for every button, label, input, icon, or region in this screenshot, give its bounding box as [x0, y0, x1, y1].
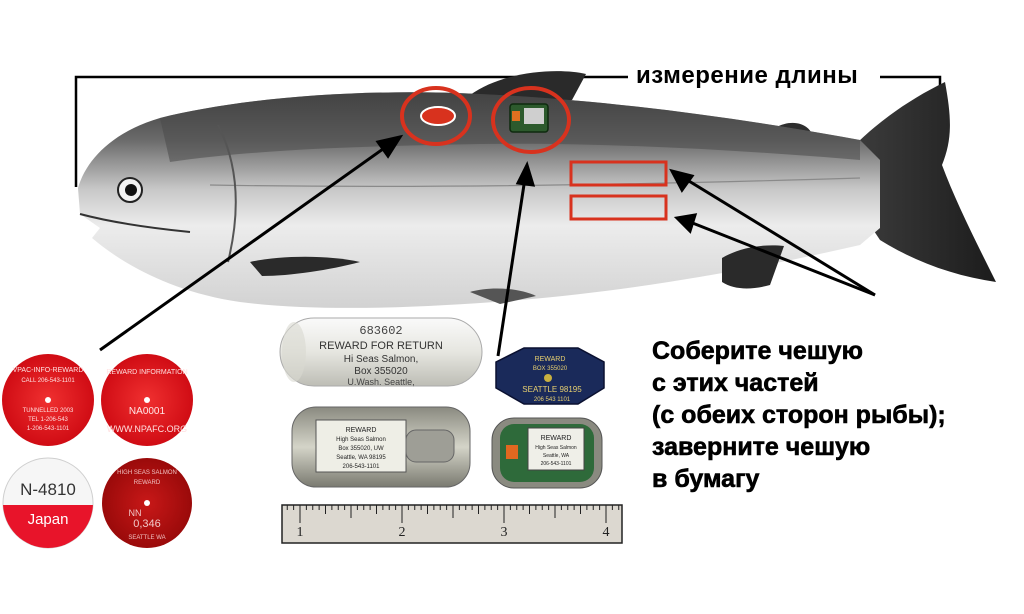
disc-tag-location-circle — [400, 86, 472, 146]
svg-text:Box 355020, UW: Box 355020, UW — [338, 446, 384, 452]
svg-text:1-206-543-1101: 1-206-543-1101 — [27, 426, 70, 432]
length-measurement-label: измерение длины — [632, 62, 863, 90]
svg-text:VPAC-INFO-REWARD: VPAC-INFO-REWARD — [13, 367, 84, 374]
svg-text:Hi Seas Salmon,: Hi Seas Salmon, — [344, 354, 418, 365]
instruction-line: в бумагу — [652, 465, 760, 494]
oval-navy-tag: REWARD BOX 355020 SEATTLE 98195 206 543 … — [495, 347, 605, 405]
svg-text:U.Wash. Seattle,: U.Wash. Seattle, — [347, 377, 414, 387]
scale-sample-area-lower — [569, 194, 668, 221]
svg-text:206-543-1101: 206-543-1101 — [343, 464, 381, 470]
svg-text:HIGH SEAS SALMON: HIGH SEAS SALMON — [117, 470, 177, 476]
svg-text:Seattle, WA 98195: Seattle, WA 98195 — [336, 455, 386, 461]
svg-text:206 543 1101: 206 543 1101 — [534, 397, 571, 403]
pectoral-fin — [250, 256, 360, 276]
small-resin-tag: REWARD High Seas Salmon Seattle, WA 206-… — [491, 417, 603, 489]
svg-text:SEATTLE WA: SEATTLE WA — [128, 535, 165, 541]
svg-text:REWARD: REWARD — [535, 356, 566, 363]
svg-text:BOX 355020: BOX 355020 — [533, 366, 568, 372]
ruler-number-2: 2 — [399, 525, 406, 540]
ruler-number-3: 3 — [501, 525, 508, 540]
scale-sample-area-upper — [569, 160, 668, 187]
tail-fin — [855, 82, 996, 282]
data-storage-tag: REWARD High Seas Salmon Box 355020, UW S… — [291, 406, 471, 488]
svg-text:NA0001: NA0001 — [129, 406, 166, 417]
svg-text:REWARD: REWARD — [541, 435, 572, 442]
instruction-line: с этих частей — [652, 369, 819, 398]
gill-cover — [217, 124, 237, 263]
disc-tag-red-top-right: REWARD INFORMATION NA0001 WWW.NPAFC.ORG — [101, 354, 193, 446]
instruction-line: Соберите чешую — [652, 337, 864, 366]
disc-tag-spot — [420, 106, 456, 126]
svg-text:REWARD: REWARD — [134, 480, 161, 486]
svg-text:Box 355020: Box 355020 — [354, 366, 408, 377]
svg-text:NN: NN — [129, 508, 142, 518]
svg-text:Seattle, WA: Seattle, WA — [543, 453, 570, 459]
svg-text:High Seas Salmon: High Seas Salmon — [535, 445, 577, 451]
ruler: 1 2 3 4 — [281, 504, 623, 544]
svg-text:683602: 683602 — [359, 324, 402, 338]
svg-text:TUNNELLED 2003: TUNNELLED 2003 — [23, 408, 74, 414]
disc-tag-red-top-left: VPAC-INFO-REWARD CALL 206-543-1101 TUNNE… — [2, 354, 94, 446]
archival-tag-capsule: 683602 REWARD FOR RETURN Hi Seas Salmon,… — [279, 317, 483, 387]
fish-annotations — [400, 86, 668, 221]
svg-text:REWARD FOR RETURN: REWARD FOR RETURN — [319, 340, 443, 352]
dst-location-circle — [491, 86, 571, 154]
svg-text:REWARD: REWARD — [346, 427, 377, 434]
scale-collection-instructions: Соберите чешую с этих частей (с обеих ст… — [652, 335, 946, 495]
pelvic-fin — [470, 288, 536, 304]
anal-fin — [722, 245, 784, 289]
ruler-number-4: 4 — [603, 525, 610, 540]
instruction-line: (с обеих сторон рыбы); — [652, 401, 946, 430]
svg-text:0,346: 0,346 — [133, 518, 161, 530]
svg-text:SEATTLE 98195: SEATTLE 98195 — [522, 385, 582, 394]
svg-text:TEL 1-206-543: TEL 1-206-543 — [28, 417, 68, 423]
svg-text:CALL 206-543-1101: CALL 206-543-1101 — [21, 378, 75, 384]
length-bracket — [74, 75, 628, 187]
svg-text:REWARD INFORMATION: REWARD INFORMATION — [106, 369, 187, 376]
svg-text:High Seas Salmon: High Seas Salmon — [336, 437, 386, 443]
pointer-arrows — [99, 134, 876, 357]
disc-tag-white-red: N-4810 Japan — [2, 457, 94, 549]
disc-tag-dark-red: HIGH SEAS SALMON REWARD NN 0,346 SEATTLE… — [102, 458, 192, 548]
svg-text:WWW.NPAFC.ORG: WWW.NPAFC.ORG — [107, 424, 187, 434]
instruction-line: заверните чешую — [652, 433, 871, 462]
svg-text:206-543-1101: 206-543-1101 — [541, 461, 572, 467]
ruler-number-1: 1 — [297, 525, 304, 540]
svg-text:N-4810: N-4810 — [20, 480, 76, 499]
svg-text:Japan: Japan — [28, 511, 69, 528]
